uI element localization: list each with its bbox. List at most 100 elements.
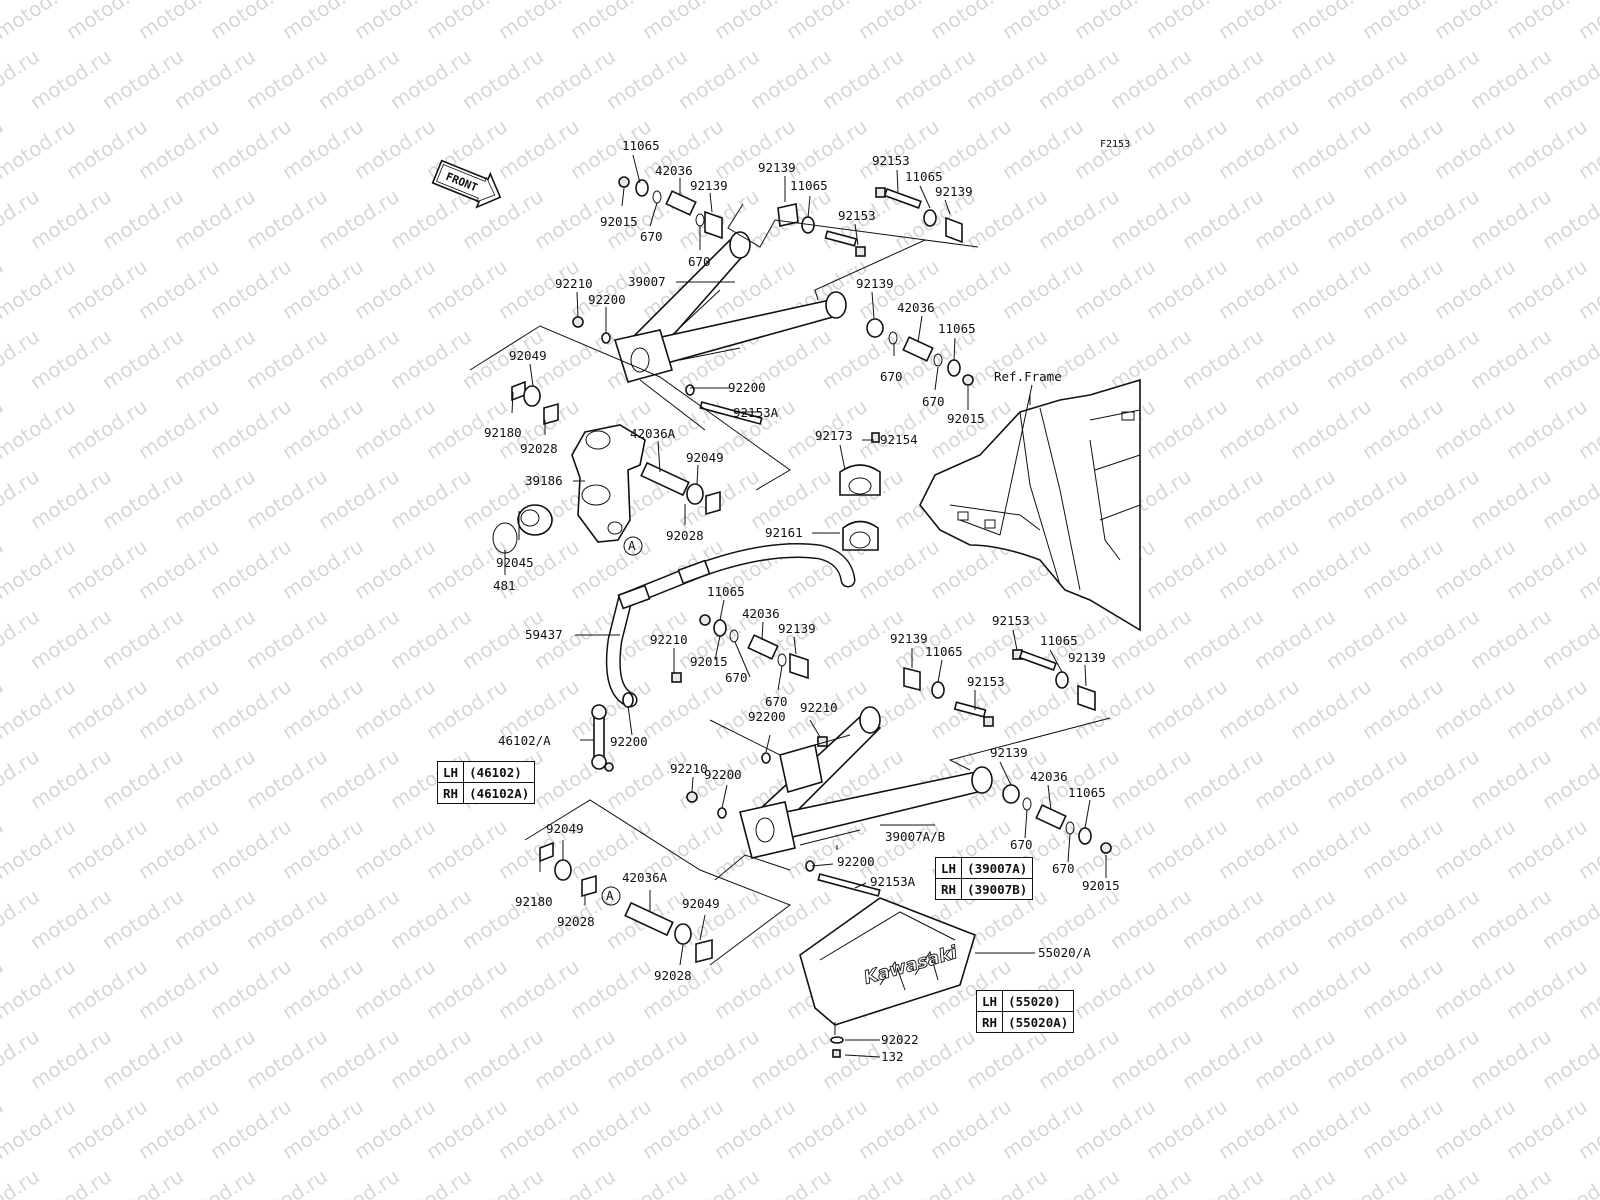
lower-a-arm [739,706,993,859]
legend-55020: LH (55020) RH (55020A) [975,990,1075,1033]
label-42036: 42036 [655,163,693,178]
label-42036: 42036 [742,606,780,621]
label-11065: 11065 [622,138,660,153]
legend-39007: LH (39007A) RH (39007B) [934,857,1034,900]
hardware-upper: A [511,176,974,556]
legend-part: (39007B) [961,878,1034,900]
legend-part: (39007A) [961,857,1034,879]
label-670: 670 [765,694,788,709]
label-92200: 92200 [610,734,648,749]
label-92200: 92200 [837,854,875,869]
label-55020a: 55020/A [1038,945,1091,960]
label-11065: 11065 [905,169,943,184]
label-132: 132 [881,1049,904,1064]
label-42036a: 42036A [622,870,668,885]
label-92049: 92049 [509,348,547,363]
label-92028: 92028 [520,441,558,456]
label-92139: 92139 [1068,650,1106,665]
hardware-lower: A [539,614,1112,964]
figure-id: F2153 [1100,139,1130,150]
label-92139: 92139 [690,178,728,193]
stabilizer-clamp [839,432,881,551]
label-92028: 92028 [654,968,692,983]
leader-lines [504,154,1107,1058]
label-92210: 92210 [555,276,593,291]
label-11065: 11065 [1040,633,1078,648]
legend-row: RH (55020A) [975,1011,1075,1033]
label-39007: 39007 [628,274,666,289]
label-670: 670 [640,229,663,244]
knuckle [492,424,646,554]
label-92180: 92180 [515,894,553,909]
label-92200: 92200 [588,292,626,307]
legend-side: LH [436,761,465,783]
label-11065: 11065 [790,178,828,193]
label-11065: 11065 [925,644,963,659]
label-92015: 92015 [947,411,985,426]
label-92153: 92153 [838,208,876,223]
label-92139: 92139 [758,160,796,175]
legend-side: LH [934,857,963,879]
label-92049: 92049 [546,821,584,836]
label-92154: 92154 [880,432,918,447]
reference-frame [919,378,1141,632]
label-92015: 92015 [690,654,728,669]
label-11065: 11065 [1068,785,1106,800]
label-92015: 92015 [600,214,638,229]
label-670: 670 [1010,837,1033,852]
legend-side: LH [975,990,1004,1012]
label-42036: 42036 [1030,769,1068,784]
label-92139: 92139 [935,184,973,199]
legend-side: RH [975,1011,1004,1033]
label-92153a: 92153A [733,405,779,420]
label-670: 670 [922,394,945,409]
label-92153a: 92153A [870,874,916,889]
label-92015: 92015 [1082,878,1120,893]
legend-46102: LH (46102) RH (46102A) [436,761,536,804]
label-92045: 92045 [496,555,534,570]
label-92210: 92210 [650,632,688,647]
label-92161: 92161 [765,525,803,540]
label-59437: 59437 [525,627,563,642]
label-92022: 92022 [881,1032,919,1047]
label-92049: 92049 [682,896,720,911]
legend-part: (46102A) [463,782,536,804]
upper-a-arm [613,231,847,383]
label-92153: 92153 [967,674,1005,689]
legend-part: (46102) [463,761,536,783]
arm-guard: Kawasaki [799,897,976,1058]
label-92153: 92153 [872,153,910,168]
legend-side: RH [436,782,465,804]
label-42036a: 42036A [630,426,676,441]
legend-side: RH [934,878,963,900]
legend-part: (55020) [1002,990,1075,1012]
label-39186: 39186 [525,473,563,488]
assembly-outlines [469,203,1111,966]
part-labels: 11065 42036 92139 92015 670 670 39007 92… [484,138,1120,1064]
ref-marker-a-2: A [606,888,614,903]
label-92200: 92200 [748,709,786,724]
label-92180: 92180 [484,425,522,440]
label-92139: 92139 [890,631,928,646]
legend-row: RH (46102A) [436,782,536,804]
label-92139: 92139 [990,745,1028,760]
label-670: 670 [880,369,903,384]
label-42036: 42036 [897,300,935,315]
ref-frame-label: Ref.Frame [994,369,1062,384]
label-92210: 92210 [800,700,838,715]
label-11065: 11065 [707,584,745,599]
label-92049: 92049 [686,450,724,465]
label-39007ab: 39007A/B [885,829,945,844]
label-92153: 92153 [992,613,1030,628]
label-92173: 92173 [815,428,853,443]
label-92200: 92200 [704,767,742,782]
label-670: 670 [688,254,711,269]
label-11065: 11065 [938,321,976,336]
legend-row: LH (39007A) [934,857,1034,879]
stabilizer-bar [605,543,856,708]
label-92200: 92200 [728,380,766,395]
label-92139: 92139 [856,276,894,291]
